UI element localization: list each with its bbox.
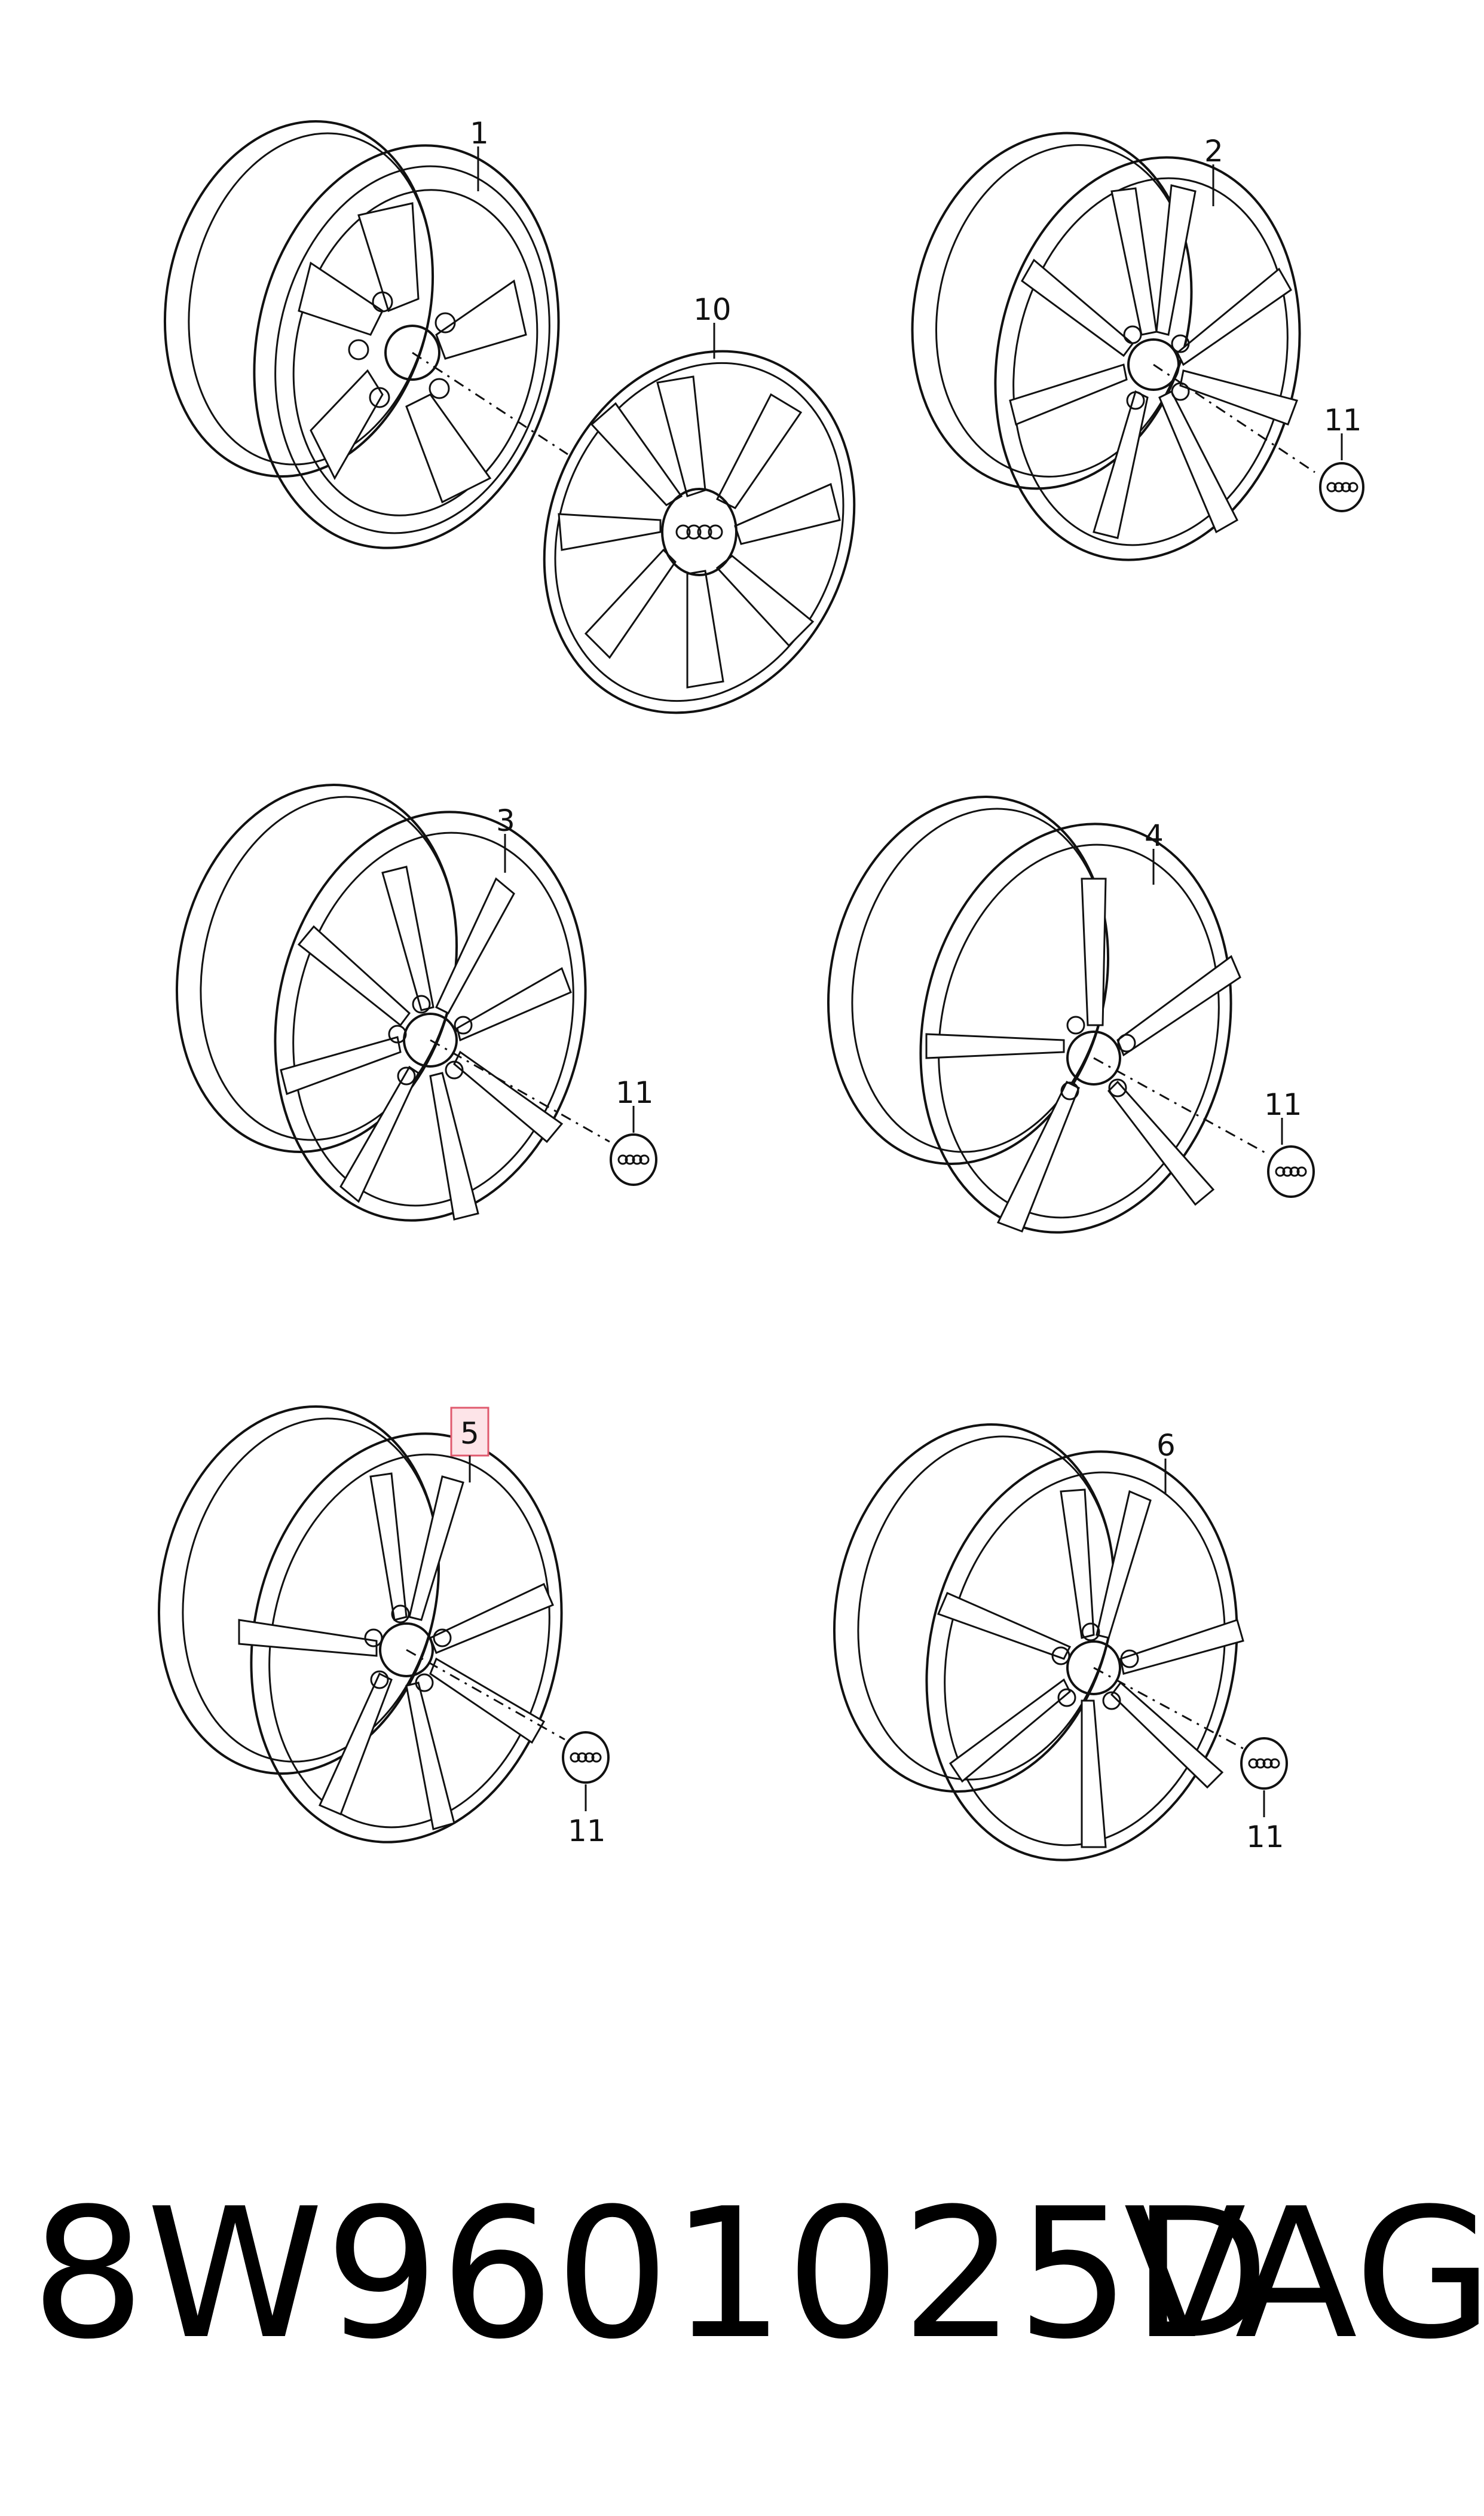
callout-11-e: 11 — [1246, 1820, 1284, 1854]
callout-5-highlight[interactable]: 5 — [450, 1407, 489, 1457]
center-cap-11 — [562, 1731, 610, 1784]
footer-caption: 8W9601025D VAG — [0, 2176, 1484, 2373]
callout-11-d: 11 — [568, 1814, 606, 1848]
callout-11-a: 11 — [1324, 403, 1362, 438]
part-number: 8W9601025D — [31, 2170, 1271, 2379]
wheel-parts-diagram: 1 10 — [157, 116, 1364, 1861]
callout-2: 2 — [1204, 134, 1223, 169]
brand-label: VAG — [1124, 2170, 1484, 2379]
center-cap-11 — [1267, 1145, 1315, 1198]
wheel-5: 5 11 — [157, 1405, 610, 1848]
brand-rings-icon — [1275, 1166, 1307, 1177]
callout-11-c: 11 — [1264, 1087, 1302, 1122]
brand-rings-icon — [617, 1154, 650, 1165]
wheel-4: 4 11 — [827, 796, 1315, 1234]
wheel-1: 1 — [163, 116, 568, 549]
callout-3: 3 — [496, 803, 515, 838]
callout-5[interactable]: 5 — [460, 1416, 479, 1451]
center-cap-11 — [1240, 1737, 1288, 1790]
center-cap-11 — [610, 1133, 657, 1186]
wheel-3: 3 11 — [175, 784, 657, 1222]
brand-rings-icon — [1326, 482, 1358, 493]
center-cap-11 — [1319, 462, 1364, 512]
brand-rings-icon — [675, 524, 723, 540]
brand-rings-icon — [570, 1752, 602, 1763]
callout-1: 1 — [470, 116, 489, 151]
callout-4: 4 — [1145, 818, 1164, 853]
callout-10: 10 — [693, 292, 732, 327]
brand-rings-icon — [1248, 1758, 1280, 1769]
callout-6: 6 — [1156, 1428, 1176, 1463]
wheel-2: 2 11 — [911, 132, 1364, 561]
callout-11-b: 11 — [616, 1075, 654, 1110]
hubcap-10: 10 — [543, 292, 856, 714]
wheel-6: 6 11 — [833, 1423, 1288, 1861]
